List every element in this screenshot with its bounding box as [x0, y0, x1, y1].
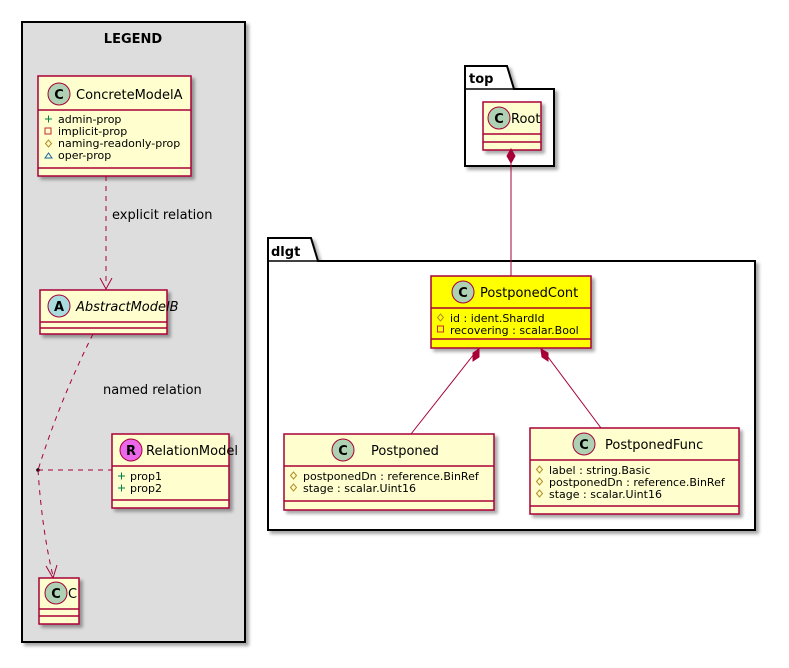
named-relation-label: named relation	[103, 383, 202, 398]
package-name: top	[469, 72, 493, 87]
class-name: PostponedCont	[480, 286, 578, 301]
attr-stage: stage : scalar.Uint16	[303, 482, 416, 495]
protected-marker-icon	[289, 483, 298, 492]
protected-marker-icon	[535, 489, 544, 498]
attr-implicit-prop: implicit-prop	[58, 125, 127, 138]
explicit-relation-label: explicit relation	[112, 208, 212, 223]
class-icon	[487, 106, 511, 130]
composition-postponedcont-postponedfunc	[540, 348, 602, 429]
class-relation-model[interactable]: R RelationModel prop1 prop2	[111, 433, 238, 509]
class-icon	[572, 432, 596, 456]
protected-marker-icon	[436, 313, 445, 322]
protected-marker-icon	[535, 477, 544, 486]
attr-label: label : string.Basic	[549, 464, 651, 477]
public-marker-icon	[45, 115, 52, 123]
class-stereo-letter: C	[51, 587, 61, 602]
class-root[interactable]: C Root	[482, 101, 542, 151]
class-concrete-model-a[interactable]: C ConcreteModelA admin-prop implicit-pro…	[37, 75, 192, 177]
class-stereo-letter: C	[338, 444, 348, 459]
public-marker-icon	[118, 472, 125, 492]
class-abstract-model-b[interactable]: A AbstractModelB	[39, 289, 179, 335]
attr-prop2: prop2	[130, 482, 162, 495]
composition-postponedcont-postponed	[410, 348, 480, 435]
class-name: Postponed	[371, 444, 439, 459]
attr-postponed-dn: postponedDn : reference.BinRef	[549, 476, 726, 489]
class-icon	[44, 581, 68, 605]
legend-title: LEGEND	[104, 32, 163, 47]
class-stereo-letter: C	[458, 286, 468, 301]
class-postponed[interactable]: C Postponed postponedDn : reference.BinR…	[283, 433, 495, 511]
relation-class-icon	[119, 438, 143, 462]
explicit-relation-edge: explicit relation	[99, 176, 212, 291]
named-relation-edge: named relation	[36, 333, 202, 580]
class-name: PostponedFunc	[605, 438, 703, 453]
private-marker-icon	[44, 127, 52, 135]
attr-stage: stage : scalar.Uint16	[549, 488, 662, 501]
class-stereo-letter: C	[579, 438, 589, 453]
class-name: C	[68, 587, 77, 602]
class-stereo-letter: C	[494, 112, 504, 127]
class-name: RelationModel	[146, 444, 238, 459]
attr-id: id : ident.ShardId	[450, 312, 545, 325]
package-marker-icon	[44, 152, 53, 159]
class-icon	[451, 280, 475, 304]
attr-naming-readonly-prop: naming-readonly-prop	[58, 137, 180, 150]
package-name: dlgt	[271, 245, 300, 260]
class-icon	[331, 438, 355, 462]
attr-recovering: recovering : scalar.Bool	[450, 324, 579, 337]
attr-admin-prop: admin-prop	[58, 113, 121, 126]
protected-marker-icon	[44, 139, 53, 148]
private-marker-icon	[437, 325, 444, 333]
class-name: AbstractModelB	[75, 300, 179, 315]
class-name: ConcreteModelA	[76, 88, 183, 103]
class-postponed-cont[interactable]: C PostponedCont id : ident.ShardId recov…	[430, 275, 592, 349]
composition-root-postponedcont	[506, 147, 516, 276]
attr-postponed-dn: postponedDn : reference.BinRef	[303, 470, 480, 483]
attr-oper-prop: oper-prop	[58, 149, 111, 162]
protected-marker-icon	[535, 465, 544, 474]
class-stereo-letter: C	[54, 88, 64, 103]
class-stereo-letter: R	[126, 444, 136, 459]
class-stereo-letter: A	[54, 300, 64, 315]
attr-prop1: prop1	[130, 470, 162, 483]
class-name: Root	[511, 112, 540, 127]
abstract-class-icon	[47, 294, 71, 318]
class-c[interactable]: C C	[38, 577, 80, 625]
class-postponed-func[interactable]: C PostponedFunc label : string.Basic pos…	[529, 427, 740, 515]
class-icon	[47, 82, 71, 106]
protected-marker-icon	[289, 471, 298, 480]
